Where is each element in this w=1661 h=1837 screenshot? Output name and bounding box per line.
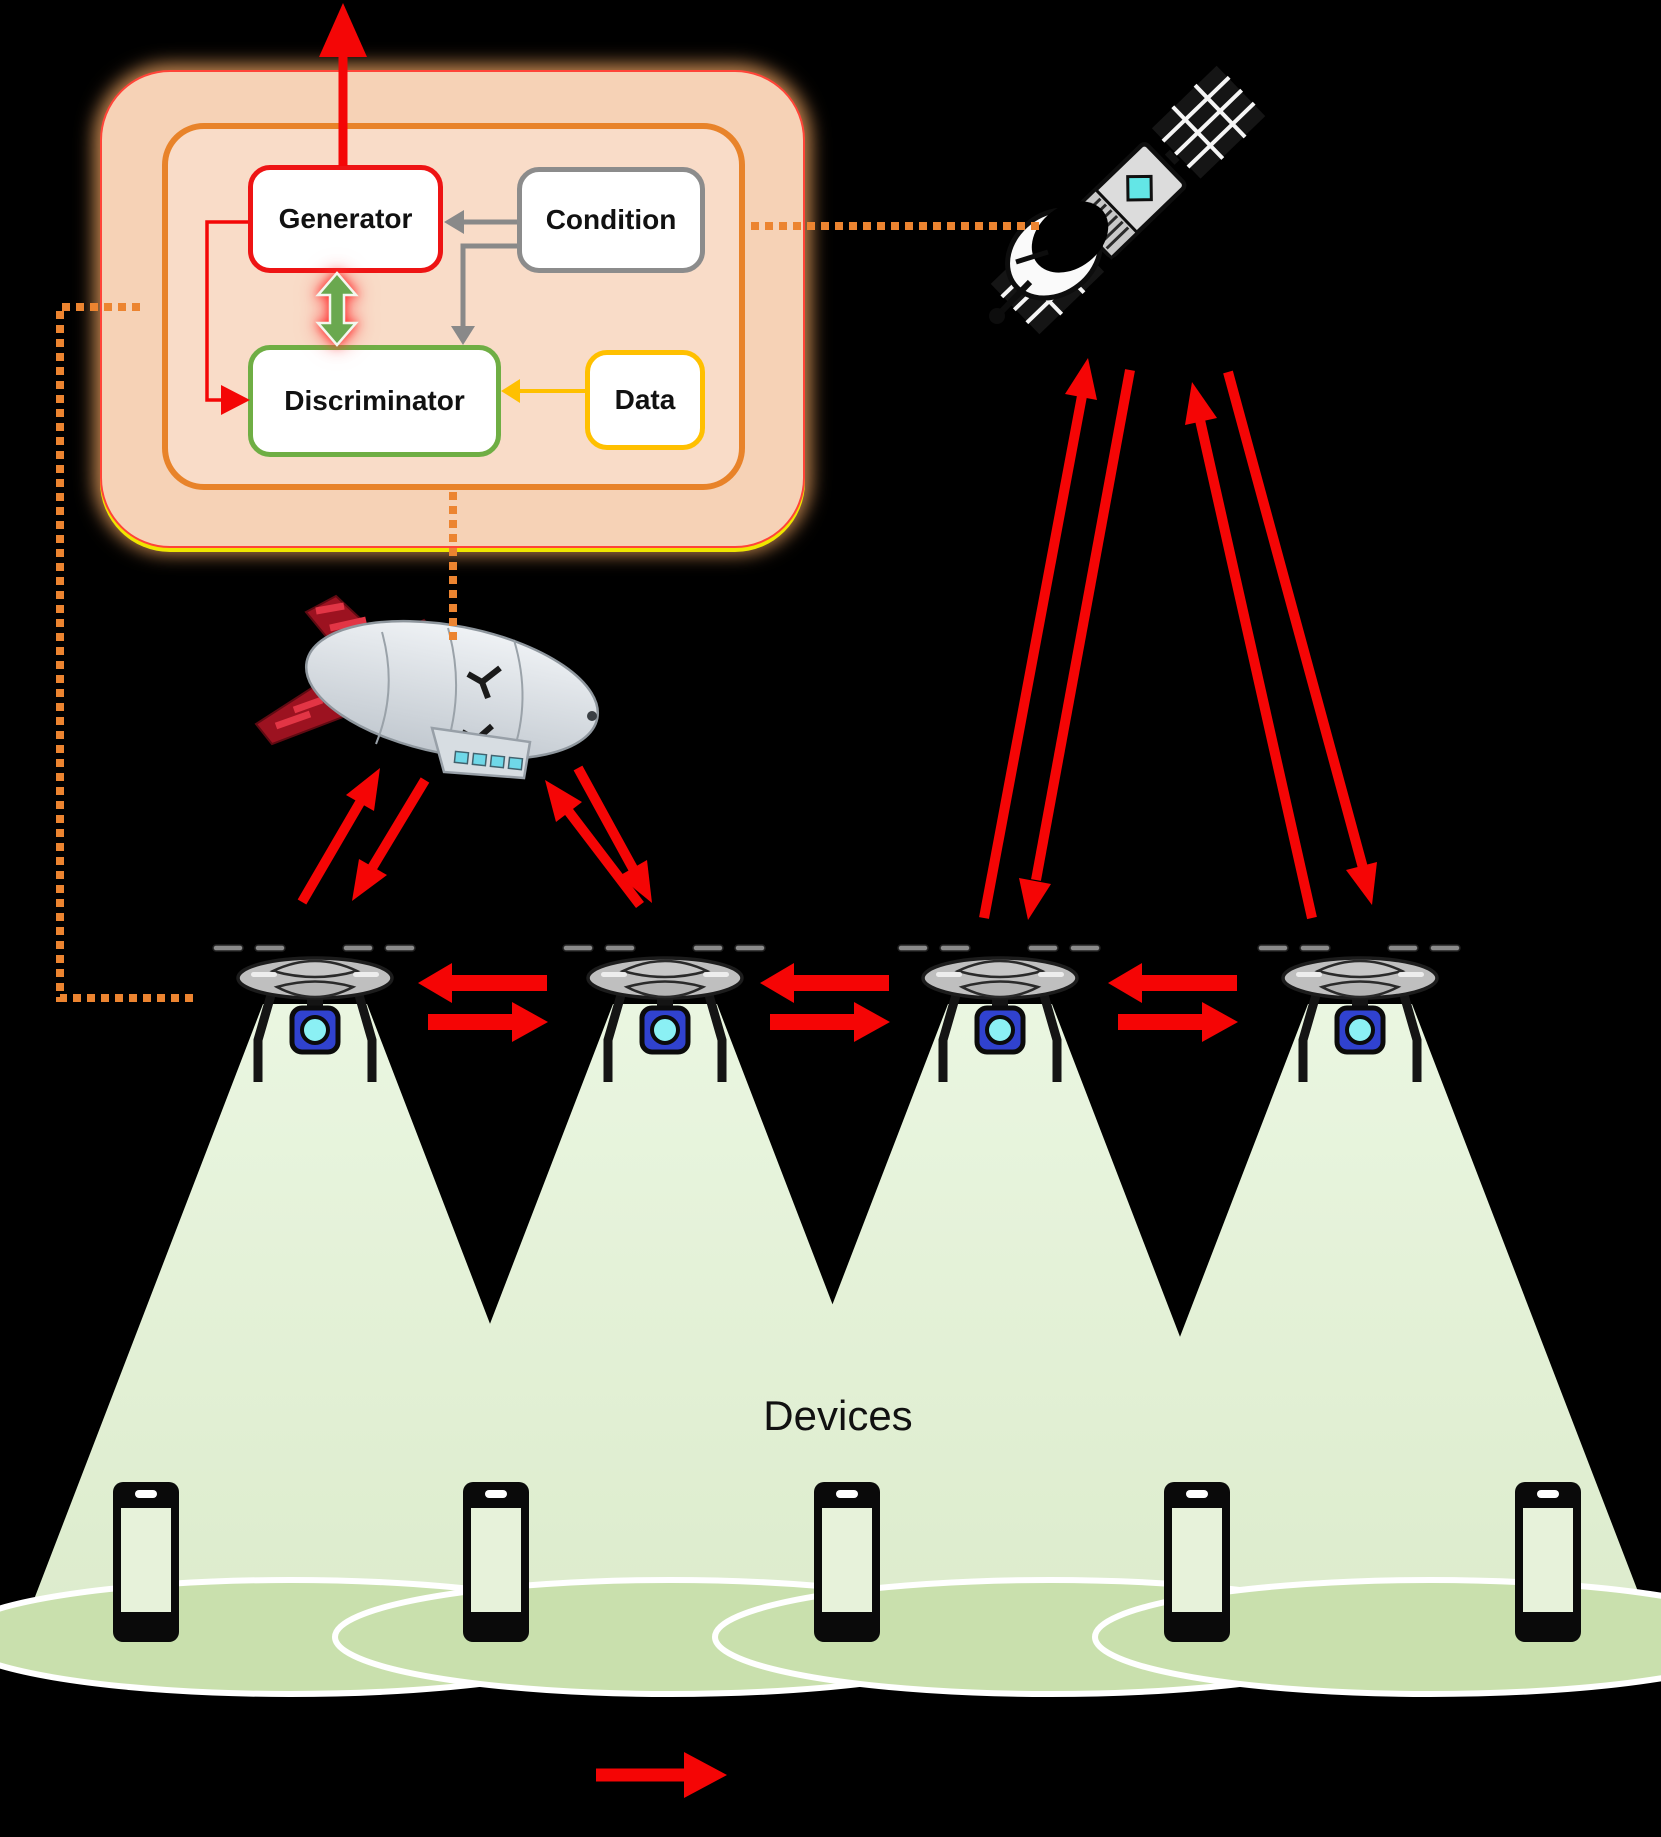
smartphone-icon bbox=[1515, 1482, 1581, 1642]
beam-cone bbox=[1078, 1004, 1642, 1602]
legend-red-arrow bbox=[596, 1752, 727, 1798]
drone-link-arrows bbox=[418, 963, 1238, 1042]
data-label: Data bbox=[614, 384, 676, 415]
airship-link-arrows bbox=[297, 765, 652, 909]
satellite-icon bbox=[987, 62, 1269, 338]
condition-box: Condition bbox=[517, 167, 705, 273]
airship-icon bbox=[254, 594, 600, 780]
discriminator-box: Discriminator bbox=[248, 345, 501, 457]
smartphone-icon bbox=[1164, 1482, 1230, 1642]
smartphone-icon bbox=[113, 1482, 179, 1642]
drone-row bbox=[213, 945, 1460, 1082]
devices-label: Devices bbox=[763, 1392, 913, 1439]
data-box: Data bbox=[585, 350, 705, 450]
smartphone-icon bbox=[463, 1482, 529, 1642]
satellite-link-arrows bbox=[979, 358, 1377, 920]
discriminator-label: Discriminator bbox=[284, 385, 465, 416]
smartphone-icon bbox=[814, 1482, 880, 1642]
generator-box: Generator bbox=[248, 165, 443, 273]
beam-cones bbox=[33, 1004, 1642, 1602]
condition-label: Condition bbox=[545, 204, 677, 235]
generator-label: Generator bbox=[278, 203, 413, 234]
